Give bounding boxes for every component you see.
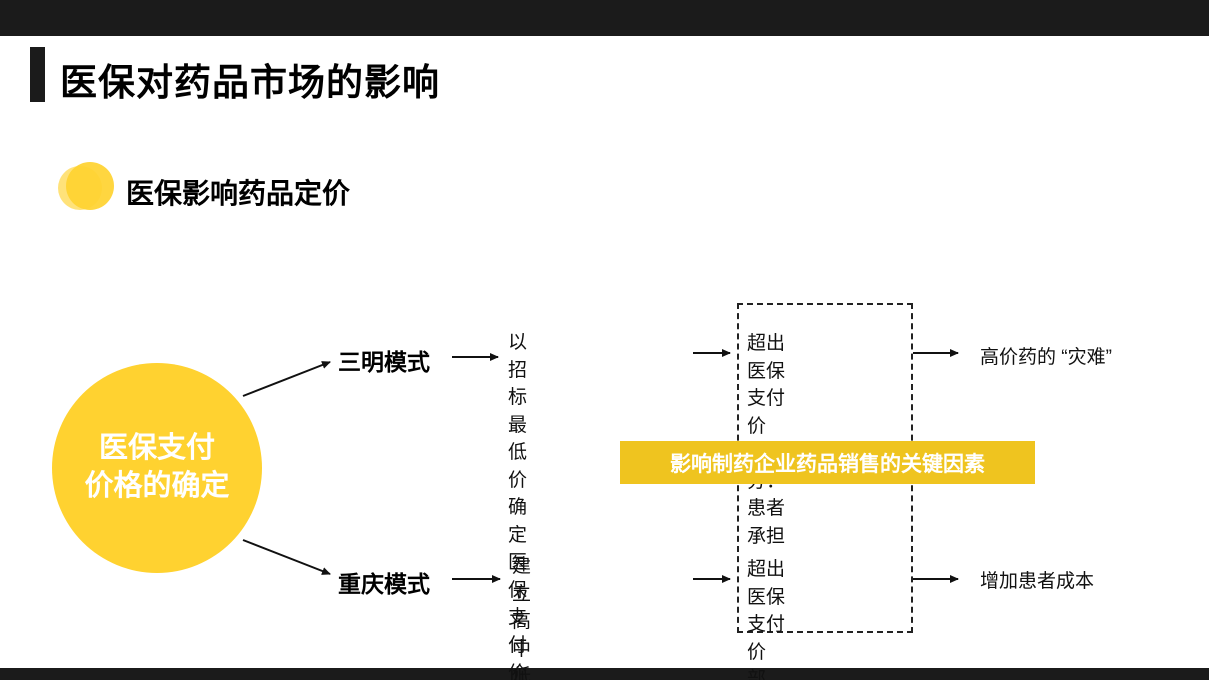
bottom-divider-bar [0, 668, 1209, 680]
top-divider-bar [0, 0, 1209, 36]
arrow-root-to-sanming [242, 361, 331, 397]
branch-label-chongqing: 重庆模式 [338, 571, 430, 597]
section-bullet-icon [58, 162, 114, 216]
key-factor-banner: 影响制药企业药品销售的关键因素 [620, 441, 1035, 484]
result-text-chongqing: 增加患者成本 [980, 571, 1095, 592]
step-text-chongqing: 建立高中低三种 支付价 [512, 556, 532, 680]
page-title: 医保对药品市场的影响 [60, 62, 440, 103]
bullet-circle-dark [66, 162, 114, 210]
arrow-root-to-chongqing [242, 539, 331, 575]
section-title: 医保影响药品定价 [126, 178, 351, 209]
branch-label-sanming: 三明模式 [338, 349, 430, 375]
root-node-label: 医保支付 价格的确定 [84, 432, 230, 502]
root-node-circle: 医保支付 价格的确定 [52, 363, 262, 573]
box-text-chongqing: 超出医保支付价 部分：医院承担 [747, 559, 786, 680]
result-text-sanming: 高价药的 “灾难” [980, 347, 1112, 368]
step-text-sanming: 以招标最低价确 定医保支付价 [508, 332, 528, 680]
title-accent-bar [30, 47, 45, 102]
